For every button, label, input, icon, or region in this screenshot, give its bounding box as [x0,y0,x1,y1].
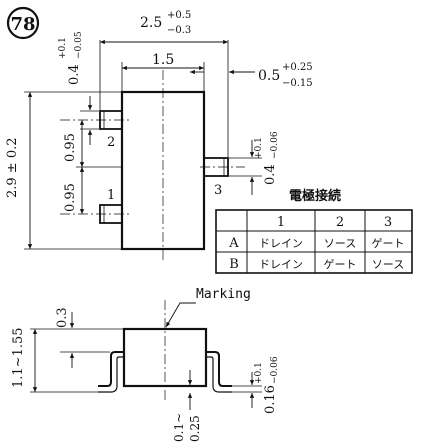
dim-standoff: 0.1~ [172,413,186,442]
dim-total-length-tol-plus: +0.5 [167,10,191,21]
pin-3-label: 3 [214,183,222,198]
table-col-3: 3 [384,215,392,230]
top-view-labels: 2.5 +0.5 −0.3 1.5 0.5 +0.25 −0.15 0.4 +0… [5,10,313,212]
electrode-table: 電極接続 1 2 3 A ドレイン ソース ゲート B ドレイン ゲート ソース [215,188,413,274]
lead-pin3 [203,157,229,177]
dim-height: 2.9 ± 0.2 [5,137,20,198]
dim-lead-thickness-tol-plus: +0.1 [254,362,264,384]
table-col-1: 1 [277,215,285,230]
pin-2-label: 2 [107,135,115,150]
dim-lead-width-right-tol-plus: +0.1 [254,137,264,159]
top-view [24,39,262,260]
pin-1-label: 1 [107,188,115,203]
dim-lead-width-left-tol-minus: −0.05 [74,31,84,59]
dim-lead-thickness: 0.16 [263,385,278,414]
marking-label: Marking [196,287,251,302]
table-row-b-cell-2: ゲート [324,258,357,271]
dim-side-height-range: 1.1~1.55 [11,327,26,388]
dim-lead-protrusion: 0.5 [258,68,280,84]
table-row-a-label: A [228,236,239,251]
dim-lead-width-left: 0.4 [67,64,82,85]
dim-lead-width-right: 0.4 [263,164,278,185]
dim-lead-width-left-tol-plus: +0.1 [58,37,68,59]
table-row-a-cell-3: ゲート [372,237,405,250]
table-row-a-cell-2: ソース [324,237,356,250]
dim-pitch-upper: 0.95 [63,133,78,162]
figure-number-badge: 78 [6,6,40,40]
table-row-a-cell-1: ドレイン [259,237,303,250]
dim-body-width: 1.5 [152,52,174,68]
dim-lead-thickness-tol-minus: −0.06 [270,356,280,384]
dim-lead-width-right-tol-minus: −0.06 [270,131,280,159]
table-row-b-label: B [229,257,239,272]
electrode-table-title: 電極接続 [289,188,341,204]
table-row-b-cell-1: ドレイン [259,258,303,271]
lead-pin2 [99,110,123,130]
lead-left-side [98,351,124,387]
side-view-labels: Marking 0.3 1.1~1.55 0.1~ 0.25 0.16 +0.1… [11,287,280,442]
table-row-b-cell-3: ソース [372,258,404,271]
lead-right-side [206,351,232,387]
figure-number: 78 [10,14,35,35]
dim-lead-protrusion-tol-plus: +0.25 [282,62,313,73]
dim-lead-extent: 0.25 [188,415,202,442]
side-view [30,300,262,410]
lead-pin1 [99,204,123,224]
dim-lead-protrusion-tol-minus: −0.15 [282,78,313,89]
marking-leader [165,302,196,328]
dim-total-length: 2.5 [140,15,162,31]
table-col-2: 2 [336,215,344,230]
dim-mark-depth: 0.3 [55,307,70,328]
dim-total-length-tol-minus: −0.3 [167,25,191,36]
dim-pitch-lower: 0.95 [63,183,78,212]
